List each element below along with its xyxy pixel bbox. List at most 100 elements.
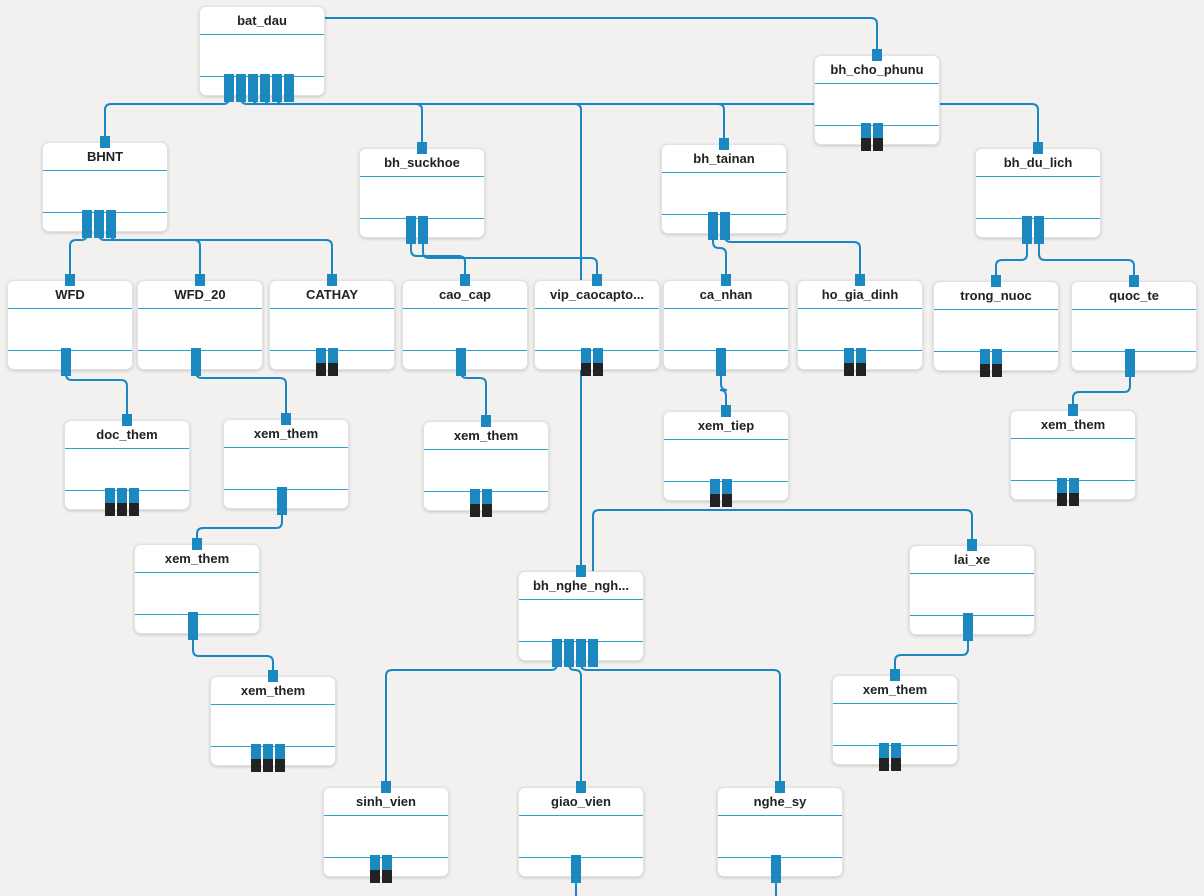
output-port[interactable] bbox=[1125, 349, 1135, 377]
node-divider bbox=[833, 703, 957, 704]
input-port[interactable] bbox=[460, 274, 470, 286]
input-port[interactable] bbox=[592, 274, 602, 286]
output-port[interactable] bbox=[571, 855, 581, 883]
output-port[interactable] bbox=[708, 212, 718, 240]
node-divider bbox=[664, 439, 788, 440]
output-port[interactable] bbox=[406, 216, 416, 244]
output-port[interactable] bbox=[861, 123, 871, 151]
input-port[interactable] bbox=[100, 136, 110, 148]
output-port[interactable] bbox=[251, 744, 261, 772]
output-port[interactable] bbox=[992, 349, 1002, 377]
output-port[interactable] bbox=[593, 348, 603, 376]
output-port[interactable] bbox=[1057, 478, 1067, 506]
node-divider bbox=[535, 308, 659, 309]
input-port[interactable] bbox=[719, 138, 729, 150]
output-port[interactable] bbox=[277, 487, 287, 515]
output-port[interactable] bbox=[722, 479, 732, 507]
node-divider bbox=[798, 308, 922, 309]
node-divider bbox=[138, 308, 262, 309]
output-port[interactable] bbox=[581, 348, 591, 376]
input-port[interactable] bbox=[576, 565, 586, 577]
output-port[interactable] bbox=[1022, 216, 1032, 244]
output-port[interactable] bbox=[129, 488, 139, 516]
node-giao-vien[interactable]: giao_vien bbox=[518, 787, 644, 877]
output-port[interactable] bbox=[224, 74, 234, 102]
input-port[interactable] bbox=[417, 142, 427, 154]
output-port[interactable] bbox=[188, 612, 198, 640]
output-port[interactable] bbox=[191, 348, 201, 376]
input-port[interactable] bbox=[192, 538, 202, 550]
input-port[interactable] bbox=[775, 781, 785, 793]
input-port[interactable] bbox=[721, 405, 731, 417]
output-port[interactable] bbox=[470, 489, 480, 517]
input-port[interactable] bbox=[481, 415, 491, 427]
output-port[interactable] bbox=[263, 744, 273, 772]
input-port[interactable] bbox=[855, 274, 865, 286]
input-port[interactable] bbox=[195, 274, 205, 286]
node-divider bbox=[664, 350, 788, 351]
output-port[interactable] bbox=[771, 855, 781, 883]
output-port[interactable] bbox=[370, 855, 380, 883]
output-port[interactable] bbox=[1034, 216, 1044, 244]
output-port[interactable] bbox=[272, 74, 282, 102]
input-port[interactable] bbox=[327, 274, 337, 286]
input-port[interactable] bbox=[967, 539, 977, 551]
output-port[interactable] bbox=[382, 855, 392, 883]
output-port[interactable] bbox=[418, 216, 428, 244]
node-ca-nhan[interactable]: ca_nhan bbox=[663, 280, 789, 370]
output-port[interactable] bbox=[260, 74, 270, 102]
output-port[interactable] bbox=[105, 488, 115, 516]
input-port[interactable] bbox=[268, 670, 278, 682]
output-port[interactable] bbox=[963, 613, 973, 641]
input-port[interactable] bbox=[721, 274, 731, 286]
output-port[interactable] bbox=[284, 74, 294, 102]
output-port[interactable] bbox=[316, 348, 326, 376]
node-xem-them-3[interactable]: xem_them bbox=[210, 676, 336, 766]
output-port[interactable] bbox=[564, 639, 574, 667]
output-port[interactable] bbox=[82, 210, 92, 238]
input-port[interactable] bbox=[872, 49, 882, 61]
output-port[interactable] bbox=[873, 123, 883, 151]
node-BHNT[interactable]: BHNT bbox=[42, 142, 168, 232]
output-port[interactable] bbox=[891, 743, 901, 771]
output-port[interactable] bbox=[879, 743, 889, 771]
output-port[interactable] bbox=[720, 212, 730, 240]
input-port[interactable] bbox=[381, 781, 391, 793]
input-port[interactable] bbox=[1033, 142, 1043, 154]
output-port[interactable] bbox=[980, 349, 990, 377]
input-port[interactable] bbox=[122, 414, 132, 426]
node-divider bbox=[976, 176, 1100, 177]
output-port[interactable] bbox=[1069, 478, 1079, 506]
output-port[interactable] bbox=[236, 74, 246, 102]
output-port[interactable] bbox=[482, 489, 492, 517]
output-port[interactable] bbox=[106, 210, 116, 238]
input-port[interactable] bbox=[1129, 275, 1139, 287]
output-port[interactable] bbox=[117, 488, 127, 516]
output-port[interactable] bbox=[552, 639, 562, 667]
node-xem-tiep[interactable]: xem_tiep bbox=[663, 411, 789, 501]
output-port[interactable] bbox=[710, 479, 720, 507]
node-divider bbox=[65, 490, 189, 491]
input-port[interactable] bbox=[991, 275, 1001, 287]
output-port[interactable] bbox=[456, 348, 466, 376]
output-port[interactable] bbox=[576, 639, 586, 667]
output-port[interactable] bbox=[275, 744, 285, 772]
node-doc-them[interactable]: doc_them bbox=[64, 420, 190, 510]
output-port[interactable] bbox=[328, 348, 338, 376]
input-port[interactable] bbox=[65, 274, 75, 286]
input-port[interactable] bbox=[890, 669, 900, 681]
node-divider bbox=[135, 572, 259, 573]
node-divider bbox=[211, 746, 335, 747]
input-port[interactable] bbox=[281, 413, 291, 425]
output-port[interactable] bbox=[94, 210, 104, 238]
input-port[interactable] bbox=[1068, 404, 1078, 416]
output-port[interactable] bbox=[856, 348, 866, 376]
output-port[interactable] bbox=[588, 639, 598, 667]
output-port[interactable] bbox=[61, 348, 71, 376]
input-port[interactable] bbox=[576, 781, 586, 793]
output-port[interactable] bbox=[844, 348, 854, 376]
node-WFD-20[interactable]: WFD_20 bbox=[137, 280, 263, 370]
output-port[interactable] bbox=[248, 74, 258, 102]
output-port[interactable] bbox=[716, 348, 726, 376]
